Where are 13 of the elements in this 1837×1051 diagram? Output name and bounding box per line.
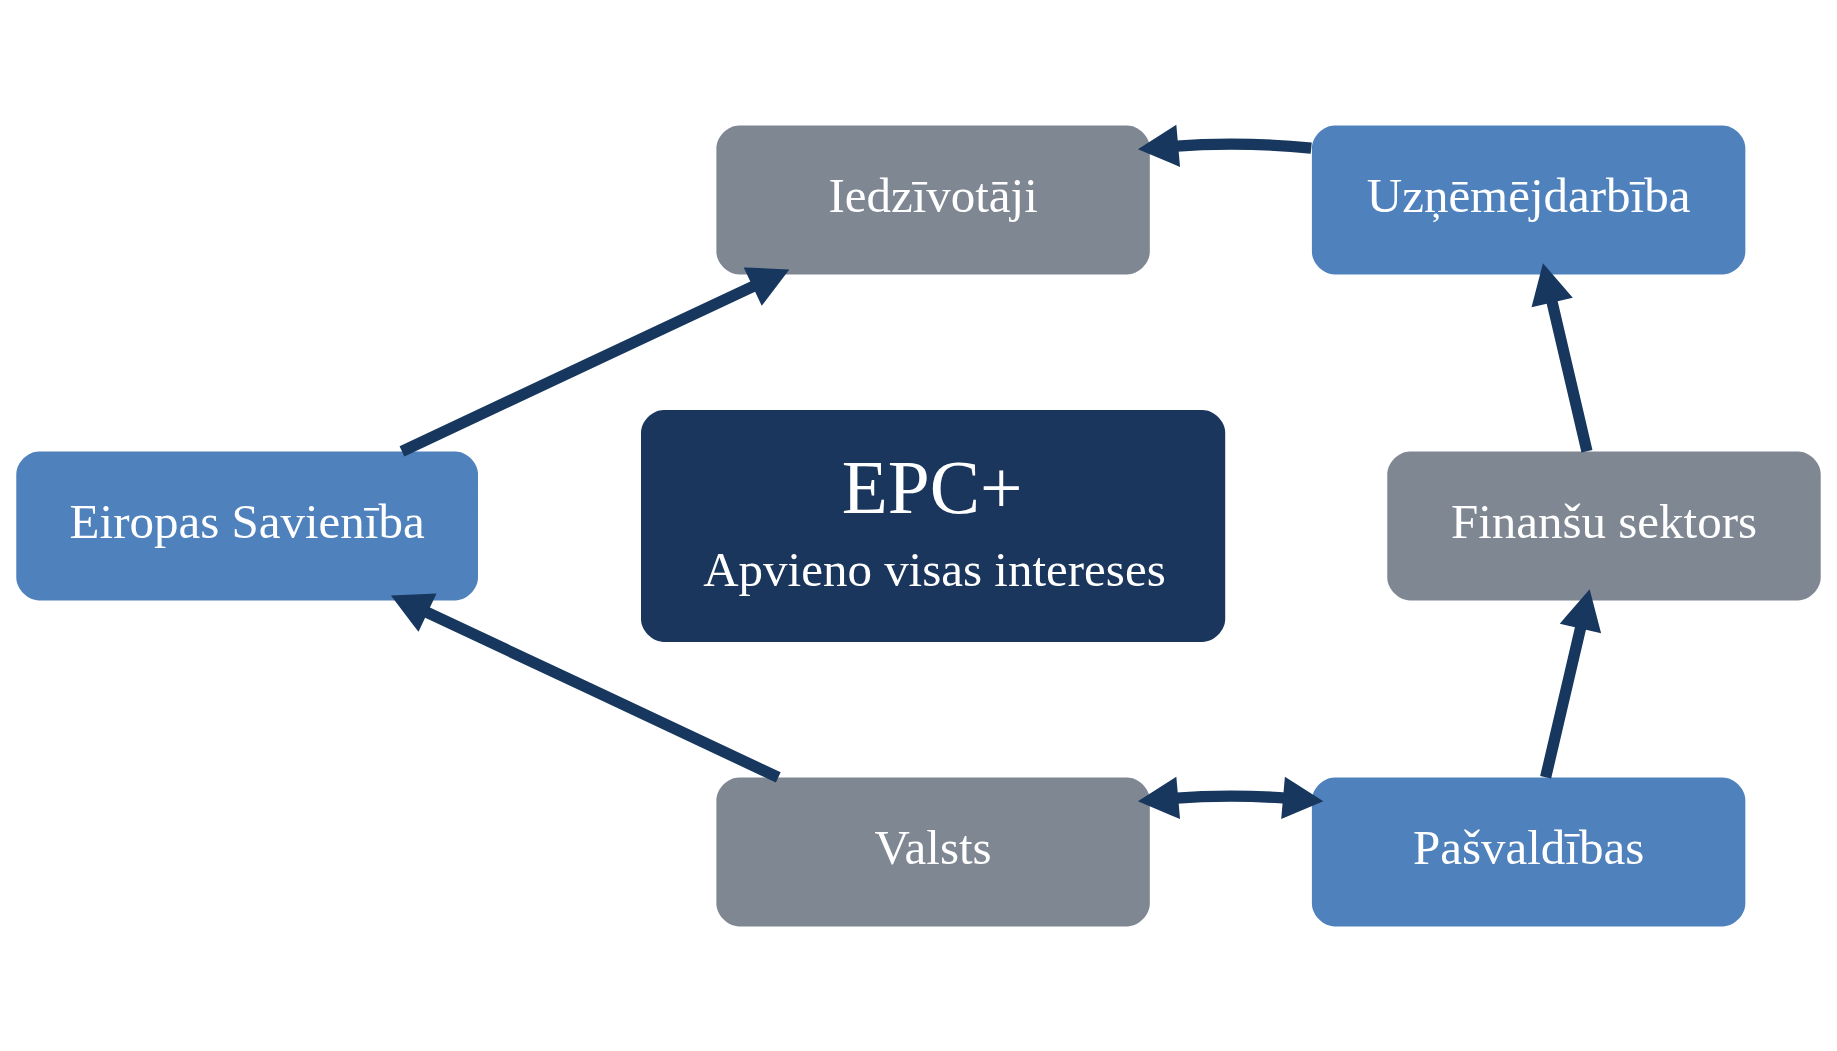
node-box: Finanšu sektors	[1387, 451, 1821, 600]
arrow	[1531, 262, 1593, 453]
node-box: Eiropas Savienība	[16, 451, 478, 600]
node-box: Pašvaldības	[1311, 777, 1746, 926]
arrow	[1137, 776, 1324, 819]
node-box: Valsts	[716, 777, 1150, 926]
node-box: EPC+ Apvieno visas intereses	[641, 409, 1226, 642]
arrow	[399, 266, 790, 456]
arrow	[390, 592, 781, 782]
arrow	[1137, 124, 1312, 167]
node-box: Iedzīvotāji	[716, 125, 1150, 274]
node-box: Uzņēmējdarbība	[1311, 125, 1746, 274]
arrow	[1540, 588, 1602, 779]
